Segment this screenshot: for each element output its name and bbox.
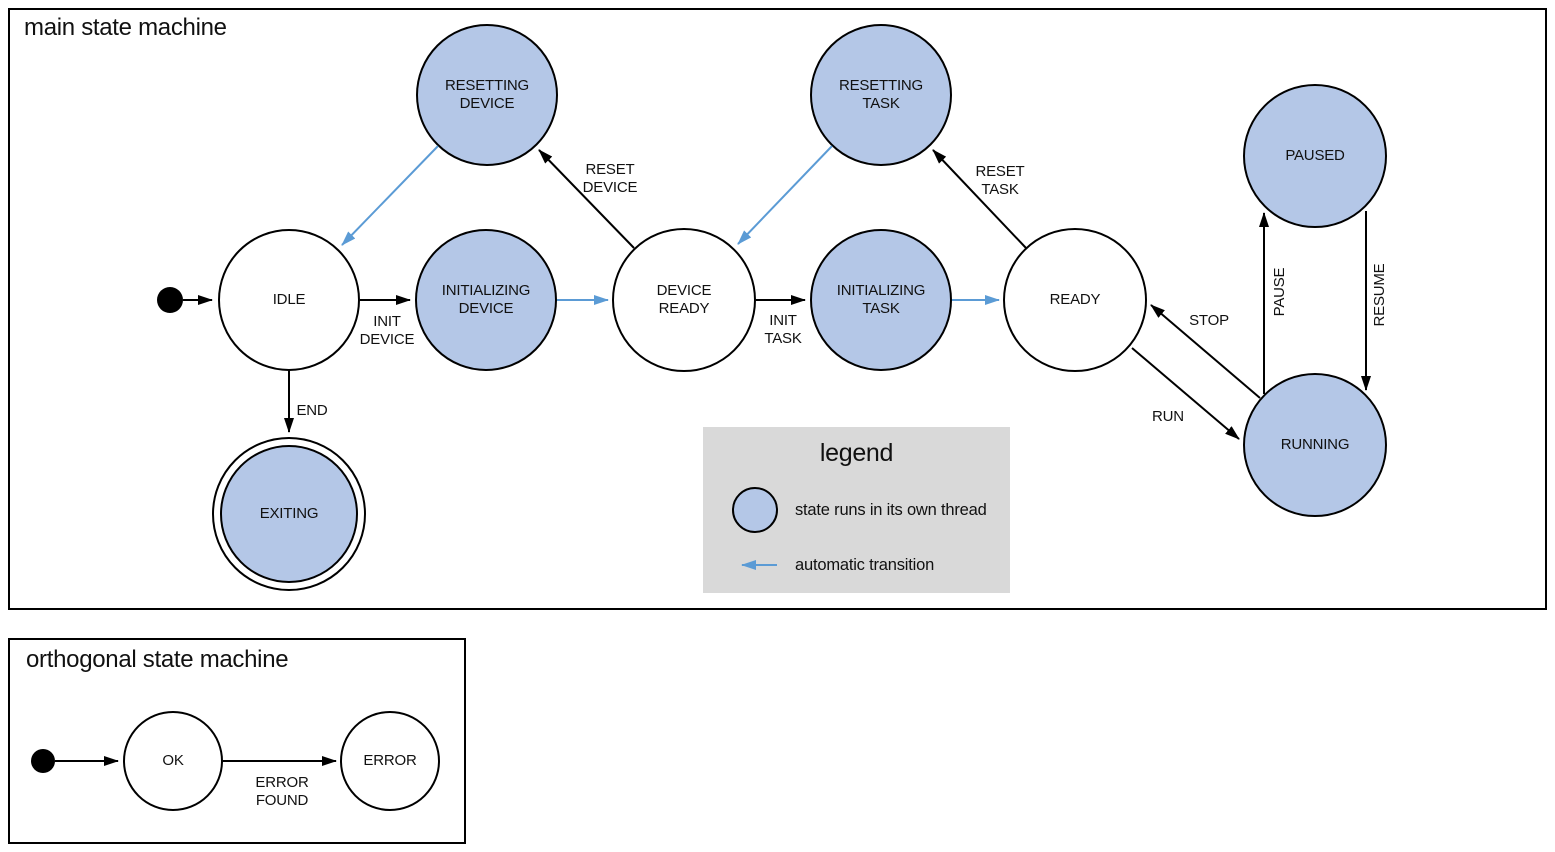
transition-label-init-task: INIT TASK [764,312,802,347]
transition-label-end: END [296,402,328,419]
state-paused-label: PAUSED [1285,147,1345,164]
state-idle-label: IDLE [272,291,306,308]
legend-item-auto-transition: automatic transition [732,552,934,578]
legend-item-threaded-state-label: state runs in its own thread [795,500,987,519]
state-initializing-task: INITIALIZING TASK [810,229,952,371]
legend-title: legend [819,439,894,467]
initial-state-dot-orthogonal [31,749,55,773]
state-exiting-final: EXITING [212,437,366,591]
state-initializing-device: INITIALIZING DEVICE [415,229,557,371]
transition-label-stop: STOP [1189,312,1229,329]
transition-label-pause: PAUSE [1271,267,1288,317]
state-ok-label: OK [162,752,184,769]
state-ready-label: READY [1049,291,1101,308]
state-device-ready: DEVICE READY [612,228,756,372]
state-resetting-device: RESETTING DEVICE [416,24,558,166]
transition-label-init-device: INIT DEVICE [359,313,415,348]
legend-item-auto-transition-label: automatic transition [795,555,935,574]
state-exiting-label: EXITING [259,505,319,522]
state-initializing-device-label: INITIALIZING DEVICE [441,282,531,317]
state-idle: IDLE [218,229,360,371]
state-resetting-device-label: RESETTING DEVICE [444,77,530,112]
transition-label-reset-task: RESET TASK [975,163,1025,198]
transition-label-resume: RESUME [1371,263,1388,327]
state-ok: OK [123,711,223,811]
orthogonal-state-machine-title: orthogonal state machine [26,646,289,673]
transition-label-reset-device: RESET DEVICE [582,161,638,196]
transition-label-error-found: ERROR FOUND [255,774,309,809]
state-exiting-inner-circle: EXITING [220,445,358,583]
state-error: ERROR [340,711,440,811]
state-running: RUNNING [1243,373,1387,517]
legend-item-threaded-state: state runs in its own thread [732,487,987,533]
main-state-machine-title: main state machine [24,14,227,41]
state-error-label: ERROR [363,752,417,769]
initial-state-dot-main [157,287,183,313]
state-running-label: RUNNING [1280,436,1350,453]
threaded-state-icon [732,487,778,533]
auto-transition-arrow-icon [732,559,778,571]
transition-label-run: RUN [1152,408,1184,425]
state-resetting-task-label: RESETTING TASK [838,77,924,112]
state-initializing-task-label: INITIALIZING TASK [836,282,926,317]
state-ready: READY [1003,228,1147,372]
state-paused: PAUSED [1243,84,1387,228]
state-resetting-task: RESETTING TASK [810,24,952,166]
state-device-ready-label: DEVICE READY [656,282,712,317]
legend-box: legend state runs in its own thread auto… [703,427,1010,593]
auto-transition-arrow-svg [741,560,777,570]
